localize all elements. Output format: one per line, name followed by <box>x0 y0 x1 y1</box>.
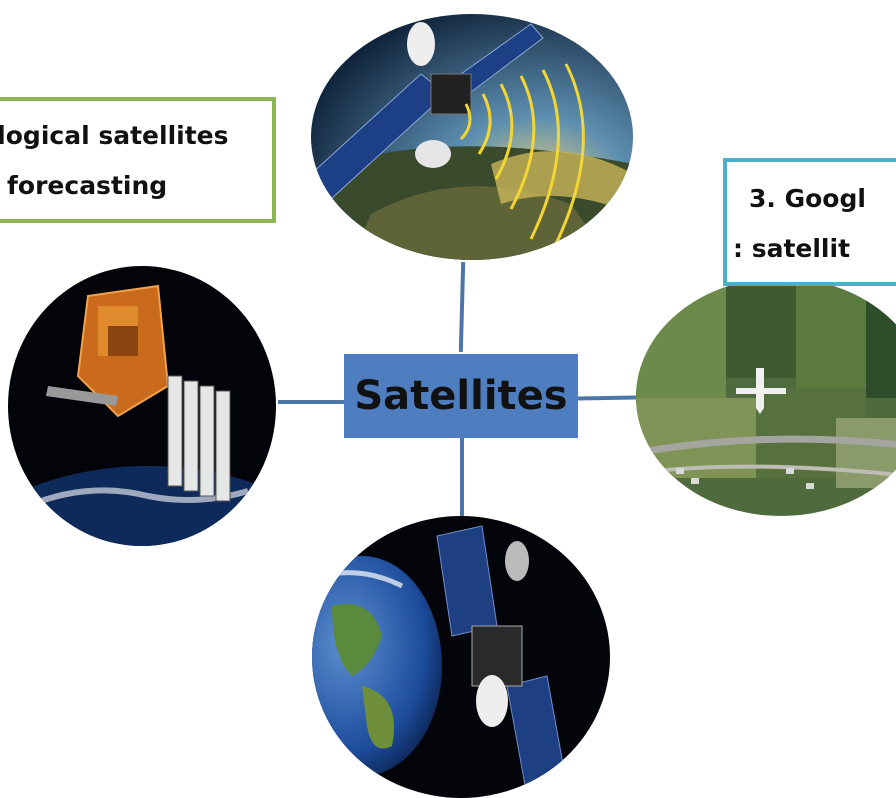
connector-top <box>458 261 466 353</box>
communication-satellite-image <box>312 516 610 798</box>
meteorological-line-2: r forecasting <box>0 171 168 200</box>
aerial-view-image <box>636 278 896 516</box>
meteorological-satellites-box: ological satellites r forecasting <box>0 97 276 223</box>
orange-satellite-image <box>8 266 276 546</box>
connector-bottom <box>460 438 464 516</box>
google-satellite-box: 3. Googl : satellit <box>723 158 896 286</box>
satellite-signal-image <box>311 14 633 260</box>
connector-right <box>577 395 639 401</box>
google-line-1: 3. Googl <box>749 184 866 213</box>
center-node: Satellites <box>344 354 578 438</box>
meteorological-line-1: ological satellites <box>0 121 229 150</box>
google-line-2: : satellit <box>733 234 851 263</box>
center-label: Satellites <box>354 373 568 419</box>
connector-left <box>278 400 344 404</box>
